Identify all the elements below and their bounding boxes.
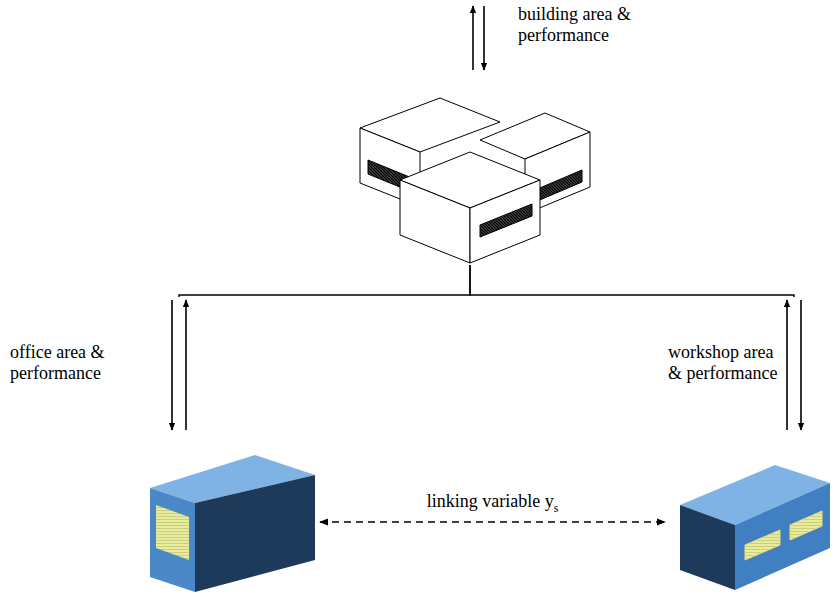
- workshop-end: [680, 505, 735, 590]
- edge-label: linking variable ys: [424, 491, 562, 519]
- area-label: workshop area & performance: [668, 342, 786, 384]
- building-figure: [360, 98, 590, 263]
- office-side: [195, 475, 315, 592]
- wing-face: [470, 180, 540, 263]
- tree-line: [470, 265, 794, 297]
- window-band: [535, 170, 582, 202]
- wing-face: [400, 180, 470, 263]
- office-figure: [150, 455, 315, 592]
- down-arrow: [171, 300, 173, 430]
- office-end: [150, 488, 195, 592]
- workshop-side: [735, 483, 830, 590]
- label-subscript: s: [554, 501, 559, 515]
- tree-line: [179, 265, 470, 297]
- area-node: office area & performance: [8, 297, 320, 595]
- link-arrow: [320, 521, 665, 522]
- label-main: linking variable y: [427, 491, 554, 511]
- flow-arrows: [172, 6, 801, 430]
- area-node: building area & performance: [360, 2, 675, 265]
- workshop-window: [745, 530, 780, 560]
- up-arrow: [472, 6, 474, 70]
- area-node: workshop area & performance: [665, 297, 833, 595]
- office-window: [156, 505, 189, 560]
- up-arrow: [185, 300, 187, 430]
- down-arrow: [800, 300, 802, 430]
- area-label: office area & performance: [10, 342, 150, 384]
- up-arrow: [786, 300, 788, 430]
- workshop-figure: [680, 465, 830, 590]
- area-label: building area & performance: [518, 4, 668, 46]
- workshop-window: [790, 511, 822, 540]
- window-band: [480, 204, 532, 237]
- down-arrow: [483, 6, 485, 70]
